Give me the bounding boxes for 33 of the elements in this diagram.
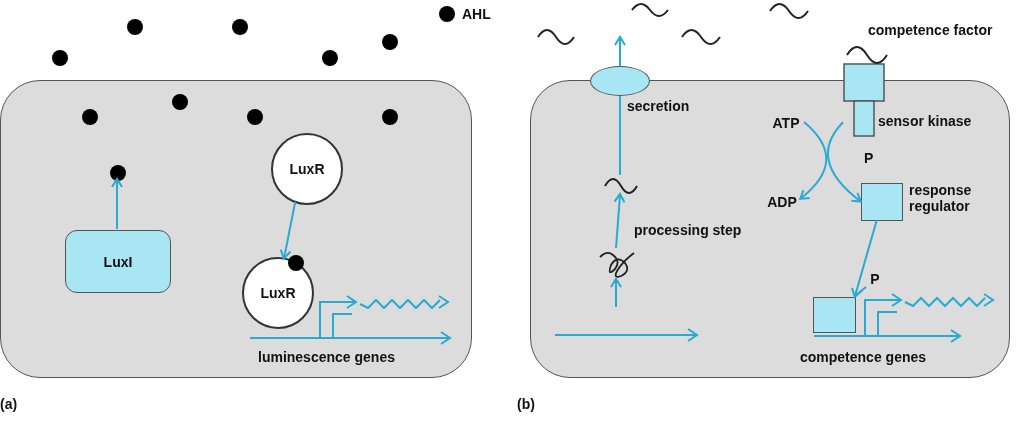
- arrow: [111, 178, 123, 230]
- precursor-coil-icon: [599, 249, 635, 281]
- protein-circle: LuxR: [242, 257, 314, 329]
- secretion-channel: [590, 66, 650, 96]
- gene-label: competence genes: [800, 349, 927, 365]
- cell-outline: [530, 80, 1010, 378]
- cell-outline: [0, 80, 472, 378]
- atp-label: ATP: [767, 114, 805, 132]
- protein-circle: LuxR: [271, 133, 343, 205]
- panel-label: (a): [0, 396, 18, 412]
- legend-label: AHL: [462, 6, 491, 22]
- ahl-dot: [110, 165, 126, 181]
- arrow: [610, 278, 622, 308]
- arrow: [279, 200, 297, 260]
- arrow: [614, 36, 626, 67]
- enzyme-box: LuxI: [65, 230, 171, 293]
- regulator-square: [813, 297, 856, 333]
- adp-label: ADP: [762, 193, 802, 211]
- arrow: [851, 219, 878, 298]
- edge-label: processing step: [632, 222, 744, 238]
- phosphate-label: P: [867, 270, 883, 288]
- gene-label: luminescence genes: [258, 349, 395, 365]
- arrow: [799, 121, 828, 200]
- arrow: [826, 121, 862, 203]
- node-caption: response regulator: [909, 182, 973, 215]
- arrow: [613, 193, 626, 249]
- node-caption: sensor kinase: [878, 113, 973, 130]
- peptide-wave-icon: [604, 176, 638, 196]
- edge-label: P: [862, 150, 876, 166]
- regulator-square: [861, 183, 903, 221]
- panel-label: (b): [517, 396, 535, 412]
- factor-label: competence factor: [868, 22, 993, 38]
- node-caption: secretion: [627, 98, 691, 115]
